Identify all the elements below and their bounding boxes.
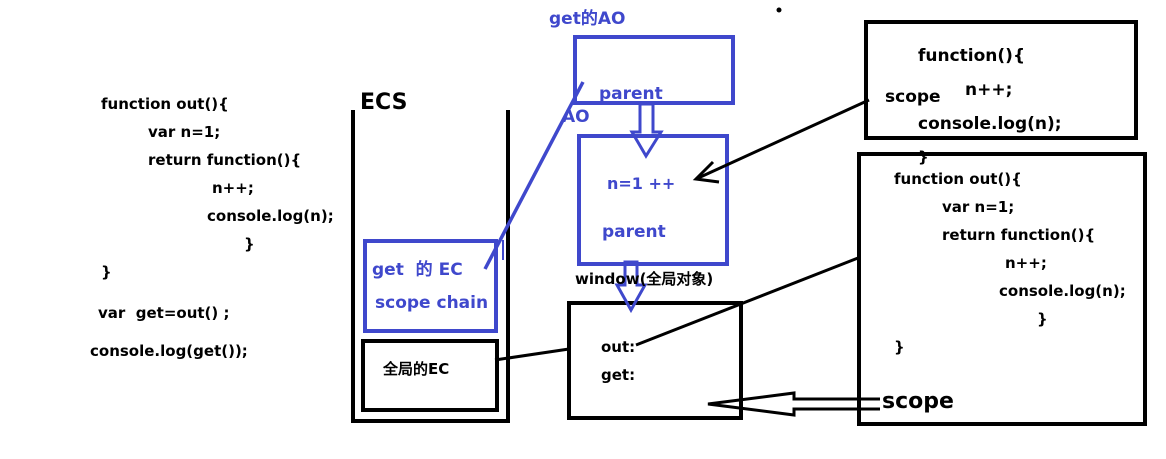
- global-ec-box: [361, 339, 499, 412]
- right-code-line-4: n++;: [1005, 254, 1047, 272]
- scope-to-get-arrow: [707, 391, 880, 417]
- right-code-line-3: return function(){: [942, 226, 1096, 244]
- left-code-line-6: }: [244, 235, 255, 253]
- right-code-line-5: console.log(n);: [999, 282, 1126, 300]
- fn-box-line-4: }: [918, 148, 929, 166]
- window-box: [567, 301, 743, 420]
- global-ec-to-window-line: [494, 347, 570, 362]
- left-code-line-7: }: [101, 263, 112, 281]
- out-ao-to-window-arrow: [614, 260, 648, 314]
- get-ec-label: get 的 EC: [372, 260, 463, 280]
- fn-box-line-1: function(){: [918, 46, 1026, 66]
- left-code-line-1: function out(){: [101, 95, 229, 113]
- right-code-line-2: var n=1;: [942, 198, 1015, 216]
- get-ec-to-ao-line: [483, 81, 585, 270]
- global-ec-label: 全局的EC: [383, 360, 450, 378]
- fn-box-scope: scope: [885, 87, 941, 107]
- left-code-line-5: console.log(n);: [207, 207, 334, 225]
- right-code-scope: scope: [882, 389, 954, 414]
- get-ao-parent: parent: [599, 84, 663, 104]
- fn-box-line-2: n++;: [965, 80, 1013, 100]
- get-ao-to-out-ao-arrow: [629, 102, 664, 159]
- scope-to-out-ao-line: [695, 98, 870, 181]
- left-code-line-2: var n=1;: [148, 123, 221, 141]
- scope-chain-label: scope chain: [375, 293, 489, 313]
- out-ao-box: [577, 134, 729, 266]
- window-out: out:: [601, 338, 636, 356]
- left-code-line-3: return function(){: [148, 151, 302, 169]
- left-code-line-4: n++;: [212, 179, 254, 197]
- fn-box-line-3: console.log(n);: [918, 114, 1062, 134]
- window-label: window(全局对象): [575, 270, 714, 288]
- right-code-line-7: }: [894, 338, 905, 356]
- right-code-line-6: }: [1037, 310, 1048, 328]
- out-ao-n-value: n=1 ++: [607, 174, 676, 193]
- ecs-title: ECS: [360, 90, 408, 115]
- window-get: get:: [601, 366, 636, 384]
- function-box: [864, 20, 1138, 140]
- left-code-line-8: var get=out() ;: [98, 304, 230, 322]
- scope-to-out-ao-arrowhead: [692, 160, 720, 184]
- out-ao-parent: parent: [602, 222, 666, 242]
- out-ao-label: AO: [562, 107, 590, 127]
- right-code-line-1: function out(){: [894, 170, 1022, 188]
- out-code-box: [857, 152, 1147, 426]
- out-to-code-line: [635, 256, 859, 347]
- dot: [776, 7, 782, 13]
- left-code-line-9: console.log(get());: [90, 342, 248, 360]
- get-ao-title: get的AO: [549, 9, 626, 29]
- get-ec-box: [363, 239, 498, 333]
